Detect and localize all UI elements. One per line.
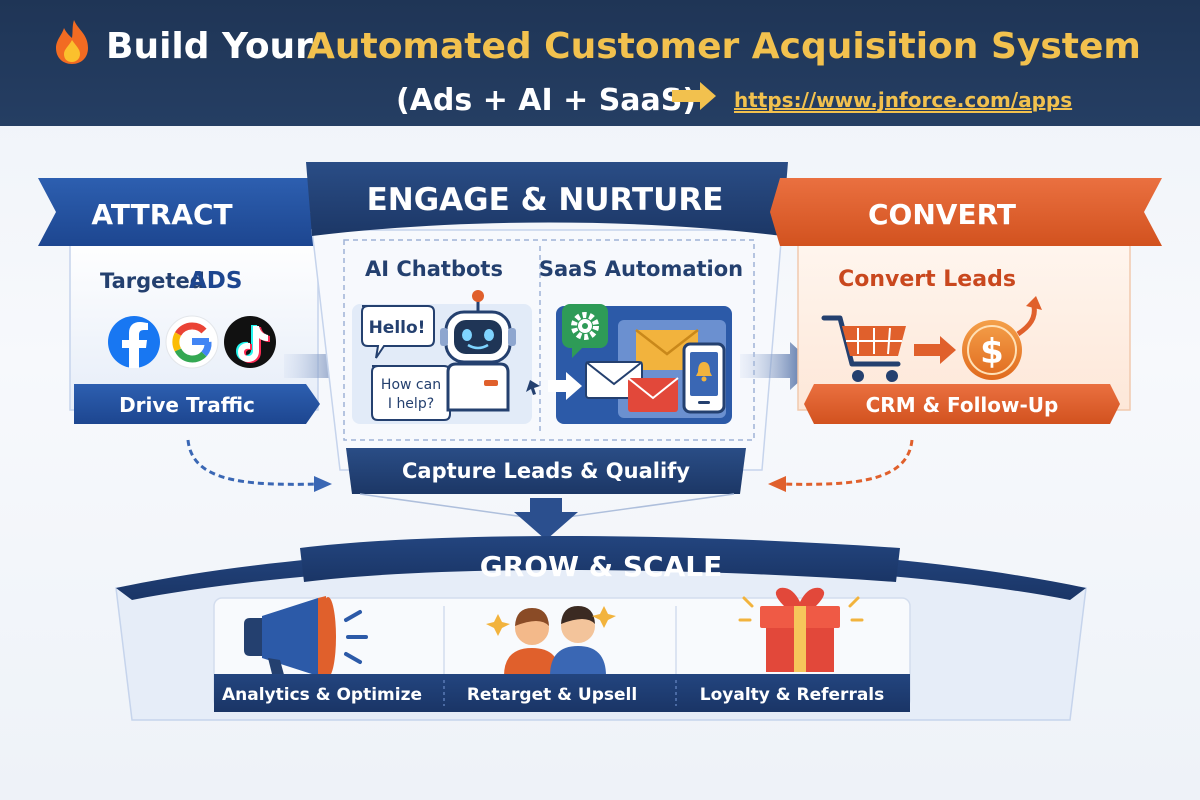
tiktok-icon xyxy=(224,316,276,368)
attract-curve-arrow xyxy=(186,439,319,486)
robot-icon xyxy=(440,290,516,412)
attract-section: ATTRACT Targeted ADS Drive Traffic xyxy=(38,178,332,492)
convert-section: CONVERT Convert Leads $ CRM & Follow-Up xyxy=(768,178,1162,492)
arrow-engage-to-convert xyxy=(740,342,816,390)
title-part2: Automated Customer Acquisition System xyxy=(307,26,1141,67)
attract-footer: Drive Traffic xyxy=(119,393,255,417)
engage-left-label: AI Chatbots xyxy=(365,257,503,281)
phone-icon xyxy=(682,342,726,414)
url-link[interactable]: https://www.jnforce.com/apps xyxy=(734,88,1072,112)
convert-curve-arrowhead xyxy=(768,476,786,492)
envelope-red-icon xyxy=(627,377,679,412)
grow-ribbon xyxy=(300,536,900,582)
hello-bubble xyxy=(361,305,435,359)
hello-bubble-text: Hello! xyxy=(369,318,426,338)
convert-curve-arrow xyxy=(781,439,914,486)
saas-arrow-icon xyxy=(548,372,582,400)
help-bubble-line2: I help? xyxy=(388,396,434,412)
capture-band xyxy=(346,448,746,494)
grow-item-label-loyalty: Loyalty & Referrals xyxy=(700,685,885,705)
grow-labels-band xyxy=(214,674,910,712)
engage-section: ENGAGE & NURTURE AI Chatbots SaaS Automa… xyxy=(306,162,788,494)
attract-subtitle-prefix: Targeted xyxy=(100,269,205,293)
attract-ribbon xyxy=(38,178,330,246)
header-banner xyxy=(0,0,1200,126)
convert-ribbon xyxy=(770,178,1162,246)
shopping-cart-icon xyxy=(821,315,906,382)
arrow-right-icon xyxy=(672,82,716,110)
gift-icon xyxy=(738,587,864,672)
grow-section: GROW & SCALE xyxy=(115,536,1087,721)
dollar-coin-icon: $ xyxy=(962,296,1042,380)
people-icon xyxy=(486,606,616,676)
google-icon xyxy=(165,315,219,369)
cursor-icon xyxy=(526,380,540,395)
grow-title: GROW & SCALE xyxy=(480,550,723,583)
svg-text:$: $ xyxy=(980,332,1004,372)
megaphone-icon xyxy=(244,596,368,682)
engage-footer: Capture Leads & Qualify xyxy=(402,459,690,483)
convert-title: CONVERT xyxy=(868,198,1016,231)
engage-ribbon xyxy=(306,162,788,236)
arrow-right-icon xyxy=(914,336,956,364)
grow-item-label-retarget: Retarget & Upsell xyxy=(467,685,637,705)
help-bubble-line1: How can xyxy=(381,377,441,393)
gear-icon xyxy=(562,304,608,358)
attract-subtitle-bold: ADS xyxy=(189,268,242,294)
title-part1: Build Your xyxy=(106,26,313,67)
grow-item-label-analytics: Analytics & Optimize xyxy=(222,685,422,705)
arrow-down-icon xyxy=(514,498,578,540)
convert-subtitle: Convert Leads xyxy=(838,267,1016,292)
attract-title: ATTRACT xyxy=(91,198,232,231)
convert-footer: CRM & Follow-Up xyxy=(866,393,1059,417)
fire-icon xyxy=(56,20,88,64)
convert-footer-band xyxy=(804,384,1120,424)
subtitle: (Ads + AI + SaaS) xyxy=(396,83,696,118)
engage-dashed-frame xyxy=(343,239,755,441)
facebook-icon xyxy=(108,316,160,368)
engage-right-label: SaaS Automation xyxy=(539,257,743,281)
attract-curve-arrowhead xyxy=(314,476,332,492)
attract-footer-band xyxy=(74,384,320,424)
engage-title: ENGAGE & NURTURE xyxy=(367,182,724,218)
